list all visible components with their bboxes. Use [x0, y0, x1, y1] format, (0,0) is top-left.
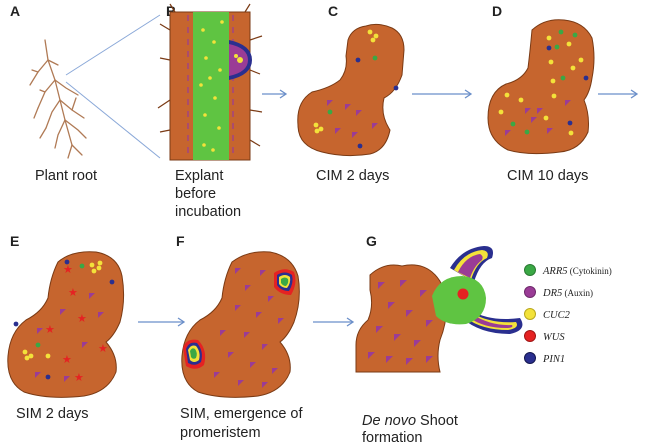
legend-item-wus: WUS	[524, 330, 565, 343]
explant-vascular-cylinder	[193, 12, 229, 160]
legend-swatch-cuc2	[524, 308, 536, 320]
root-illustration	[29, 39, 87, 159]
legend-label-arr5: ARR5 (Cytokinin)	[542, 266, 612, 277]
arrow-b-to-c	[262, 89, 288, 99]
de-novo-shoot	[432, 246, 523, 334]
panel-b: B Explant before incubation	[157, 3, 263, 220]
panel-a-letter: A	[10, 3, 20, 19]
panel-a: A Plant root	[10, 3, 161, 184]
legend-item-cuc2: CUC2	[524, 308, 571, 321]
panel-b-caption-line3: incubation	[175, 204, 241, 220]
callus-e: ★★★ ★★★★	[7, 251, 125, 398]
panel-g-caption-line2: formation	[362, 430, 422, 446]
zoom-line-top	[65, 14, 161, 76]
explant-cuc2-dots	[199, 20, 224, 152]
lateral-root-primordium	[229, 40, 252, 80]
legend-label-wus: WUS	[543, 332, 565, 343]
arrow-f-to-g	[313, 317, 355, 327]
legend-swatch-arr5	[524, 264, 536, 276]
legend-swatch-pin1	[524, 352, 536, 364]
svg-text:★: ★	[77, 312, 87, 325]
callus-d	[487, 19, 595, 155]
promeristem-left	[183, 339, 206, 369]
panel-d-letter: D	[492, 3, 502, 19]
svg-text:★: ★	[98, 342, 108, 355]
panel-e: E ★★★ ★★★★ SIM 2 days	[7, 233, 125, 422]
arrow-e-to-f	[138, 317, 186, 327]
panel-b-letter: B	[166, 3, 176, 19]
promeristem-top	[274, 269, 296, 295]
legend-swatch-wus	[524, 330, 536, 342]
panel-g-letter: G	[366, 233, 377, 249]
panel-e-letter: E	[10, 233, 19, 249]
arrow-c-to-d	[412, 89, 473, 99]
panel-f: F SIM, emer	[176, 233, 303, 441]
svg-text:★: ★	[45, 323, 55, 336]
callus-g	[355, 264, 447, 373]
panel-d-caption: CIM 10 days	[507, 168, 588, 184]
panel-c-caption: CIM 2 days	[316, 168, 389, 184]
svg-text:★: ★	[63, 263, 73, 276]
zoom-line-bottom	[65, 81, 161, 159]
legend-item-arr5: ARR5 (Cytokinin)	[524, 264, 612, 277]
legend-swatch-dr5	[524, 286, 536, 298]
panel-g: G De novo Shoot formation	[355, 233, 523, 446]
callus-c	[297, 23, 405, 157]
svg-text:★: ★	[62, 353, 72, 366]
callus-f	[181, 251, 300, 398]
panel-f-caption-line2: promeristem	[180, 425, 261, 441]
panel-e-caption: SIM 2 days	[16, 406, 89, 422]
svg-text:★: ★	[74, 371, 84, 384]
panel-g-caption-line1: De novo Shoot	[362, 413, 458, 429]
panel-d: D CIM 10 days	[487, 3, 595, 184]
panel-c: C CIM 2 days	[297, 3, 405, 184]
svg-text:★: ★	[68, 286, 78, 299]
panel-b-caption-line1: Explant	[175, 168, 223, 184]
panel-b-caption-line2: before	[175, 186, 216, 202]
legend-label-dr5: DR5 (Auxin)	[542, 288, 593, 299]
legend-item-dr5: DR5 (Auxin)	[524, 286, 593, 299]
panel-f-caption-line1: SIM, emergence of	[180, 406, 303, 422]
legend-label-cuc2: CUC2	[543, 310, 571, 321]
panel-a-caption: Plant root	[35, 168, 97, 184]
legend-item-pin1: PIN1	[524, 352, 565, 365]
panel-c-letter: C	[328, 3, 338, 19]
wus-domain	[457, 288, 469, 300]
legend-label-pin1: PIN1	[542, 354, 565, 365]
explant-root-hairs	[157, 3, 263, 147]
panel-f-letter: F	[176, 233, 185, 249]
arrow-d-out	[598, 89, 639, 99]
